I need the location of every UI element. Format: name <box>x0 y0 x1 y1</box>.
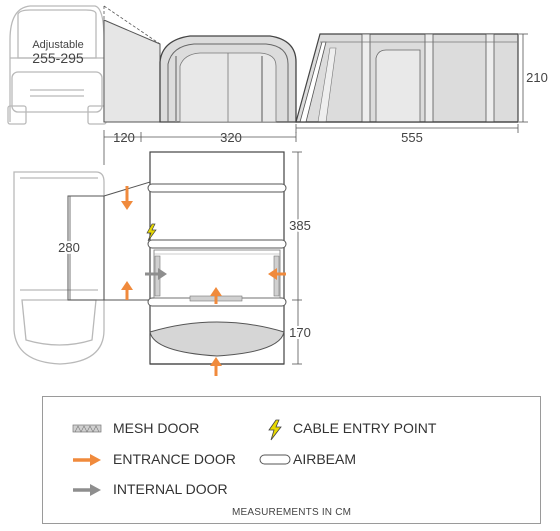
mesh-door-icon <box>72 424 102 433</box>
legend-cable-entry: CABLE ENTRY POINT <box>293 420 437 436</box>
lightning-icon <box>268 419 282 441</box>
vehicle-connection-label: 280 <box>58 240 80 255</box>
cable-entry-icon <box>146 223 157 242</box>
van-top-icon <box>13 171 105 365</box>
legend-entrance-door: ENTRANCE DOOR <box>113 451 236 467</box>
vehicle-caption: Adjustable <box>32 39 83 51</box>
plan-dimensions <box>292 151 302 365</box>
legend-internal-door: INTERNAL DOOR <box>113 481 228 497</box>
orange-arrow-icon <box>73 454 101 466</box>
height-label: 210 <box>526 70 548 85</box>
side-dimensions <box>295 33 528 133</box>
vehicle-height-range: 255-295 <box>32 50 84 66</box>
legend-box <box>42 396 541 524</box>
legend-airbeam: AIRBEAM <box>293 451 357 467</box>
airbeam-icon <box>259 454 291 465</box>
side-depth-label: 120 <box>113 130 135 145</box>
porch-length-label: 170 <box>289 325 311 340</box>
bedroom-length-label: 385 <box>289 218 311 233</box>
front-dimensions <box>103 130 297 165</box>
grey-arrow-icon <box>73 484 101 496</box>
internal-door-arrow <box>145 268 167 280</box>
legend-mesh-door: MESH DOOR <box>113 420 200 436</box>
front-view: Adjustable 255-295 <box>7 5 297 125</box>
awning-plan <box>147 151 287 365</box>
entrance-door-arrows <box>121 186 286 376</box>
total-length-label: 555 <box>401 130 423 145</box>
side-view <box>295 33 519 123</box>
front-width-label: 320 <box>220 130 242 145</box>
measurements-note: MEASUREMENTS IN CM <box>232 507 352 518</box>
